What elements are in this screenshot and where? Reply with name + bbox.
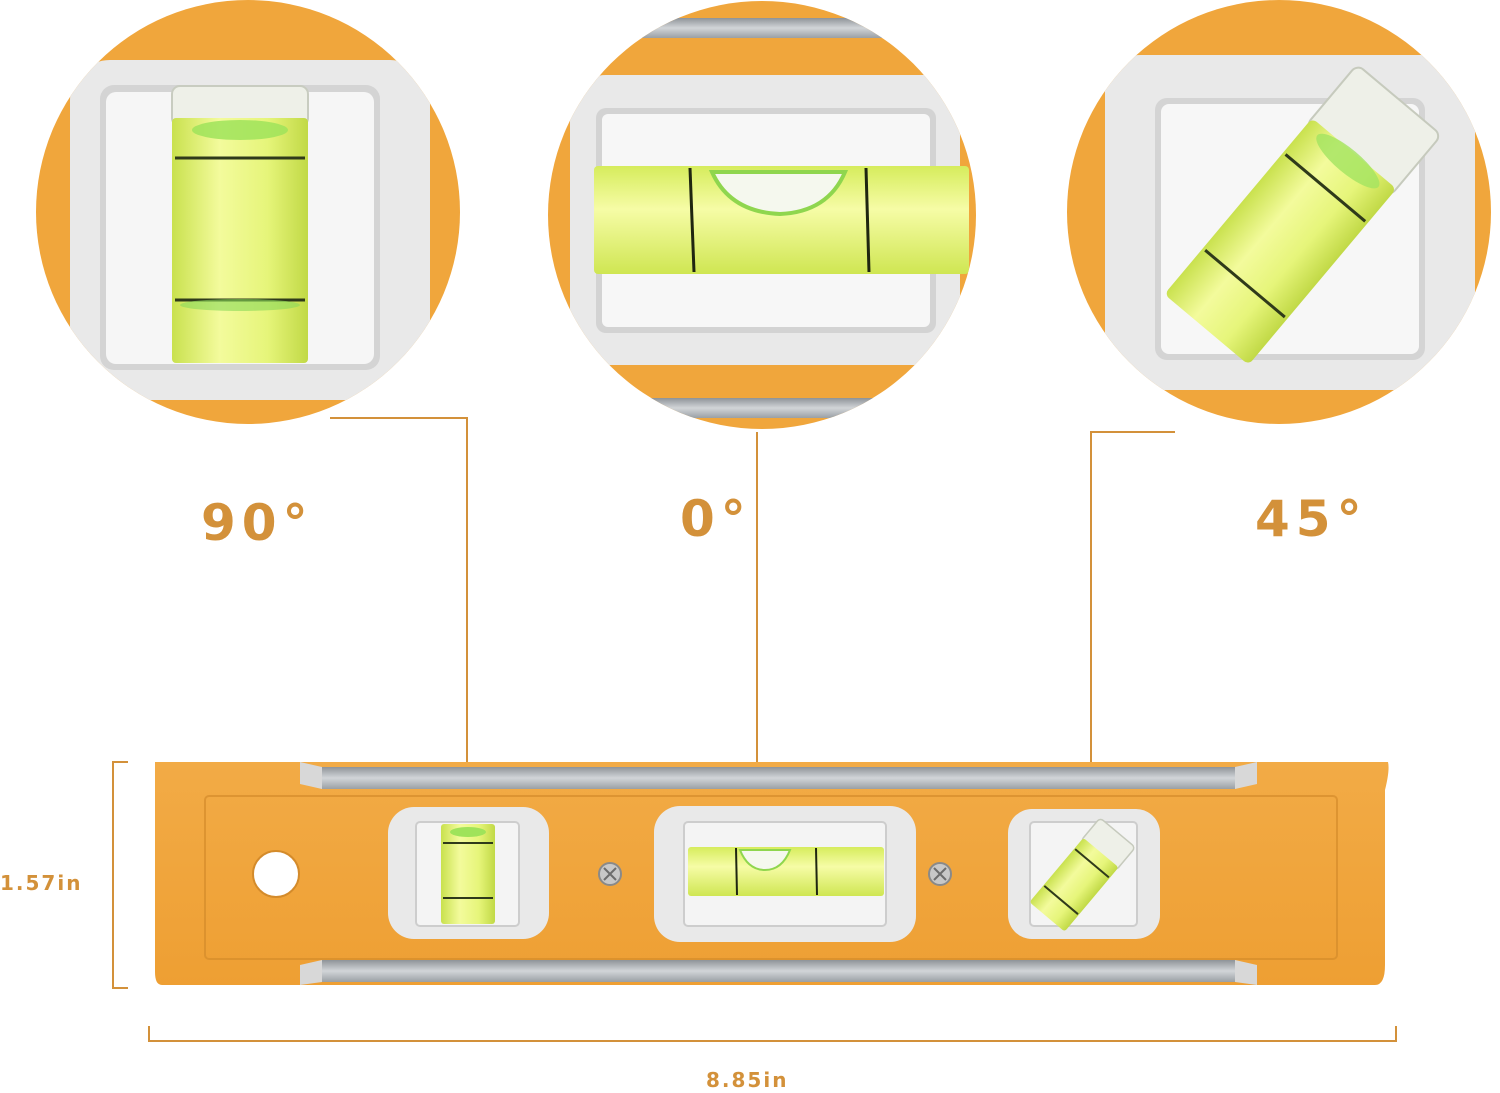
zoom-circle-0 <box>548 1 976 429</box>
zoom-circle-90 <box>36 0 460 424</box>
width-label: 8.85in <box>706 1068 789 1092</box>
angle-label-45: 45° <box>1255 490 1368 548</box>
zoom-circle-45 <box>1067 0 1491 424</box>
torpedo-level <box>155 762 1389 985</box>
height-dimension <box>112 761 128 989</box>
angle-label-0: 0° <box>680 490 752 548</box>
height-label: 1.57in <box>0 871 83 895</box>
angle-label-90: 90° <box>201 494 314 552</box>
width-dimension <box>148 1026 1397 1042</box>
